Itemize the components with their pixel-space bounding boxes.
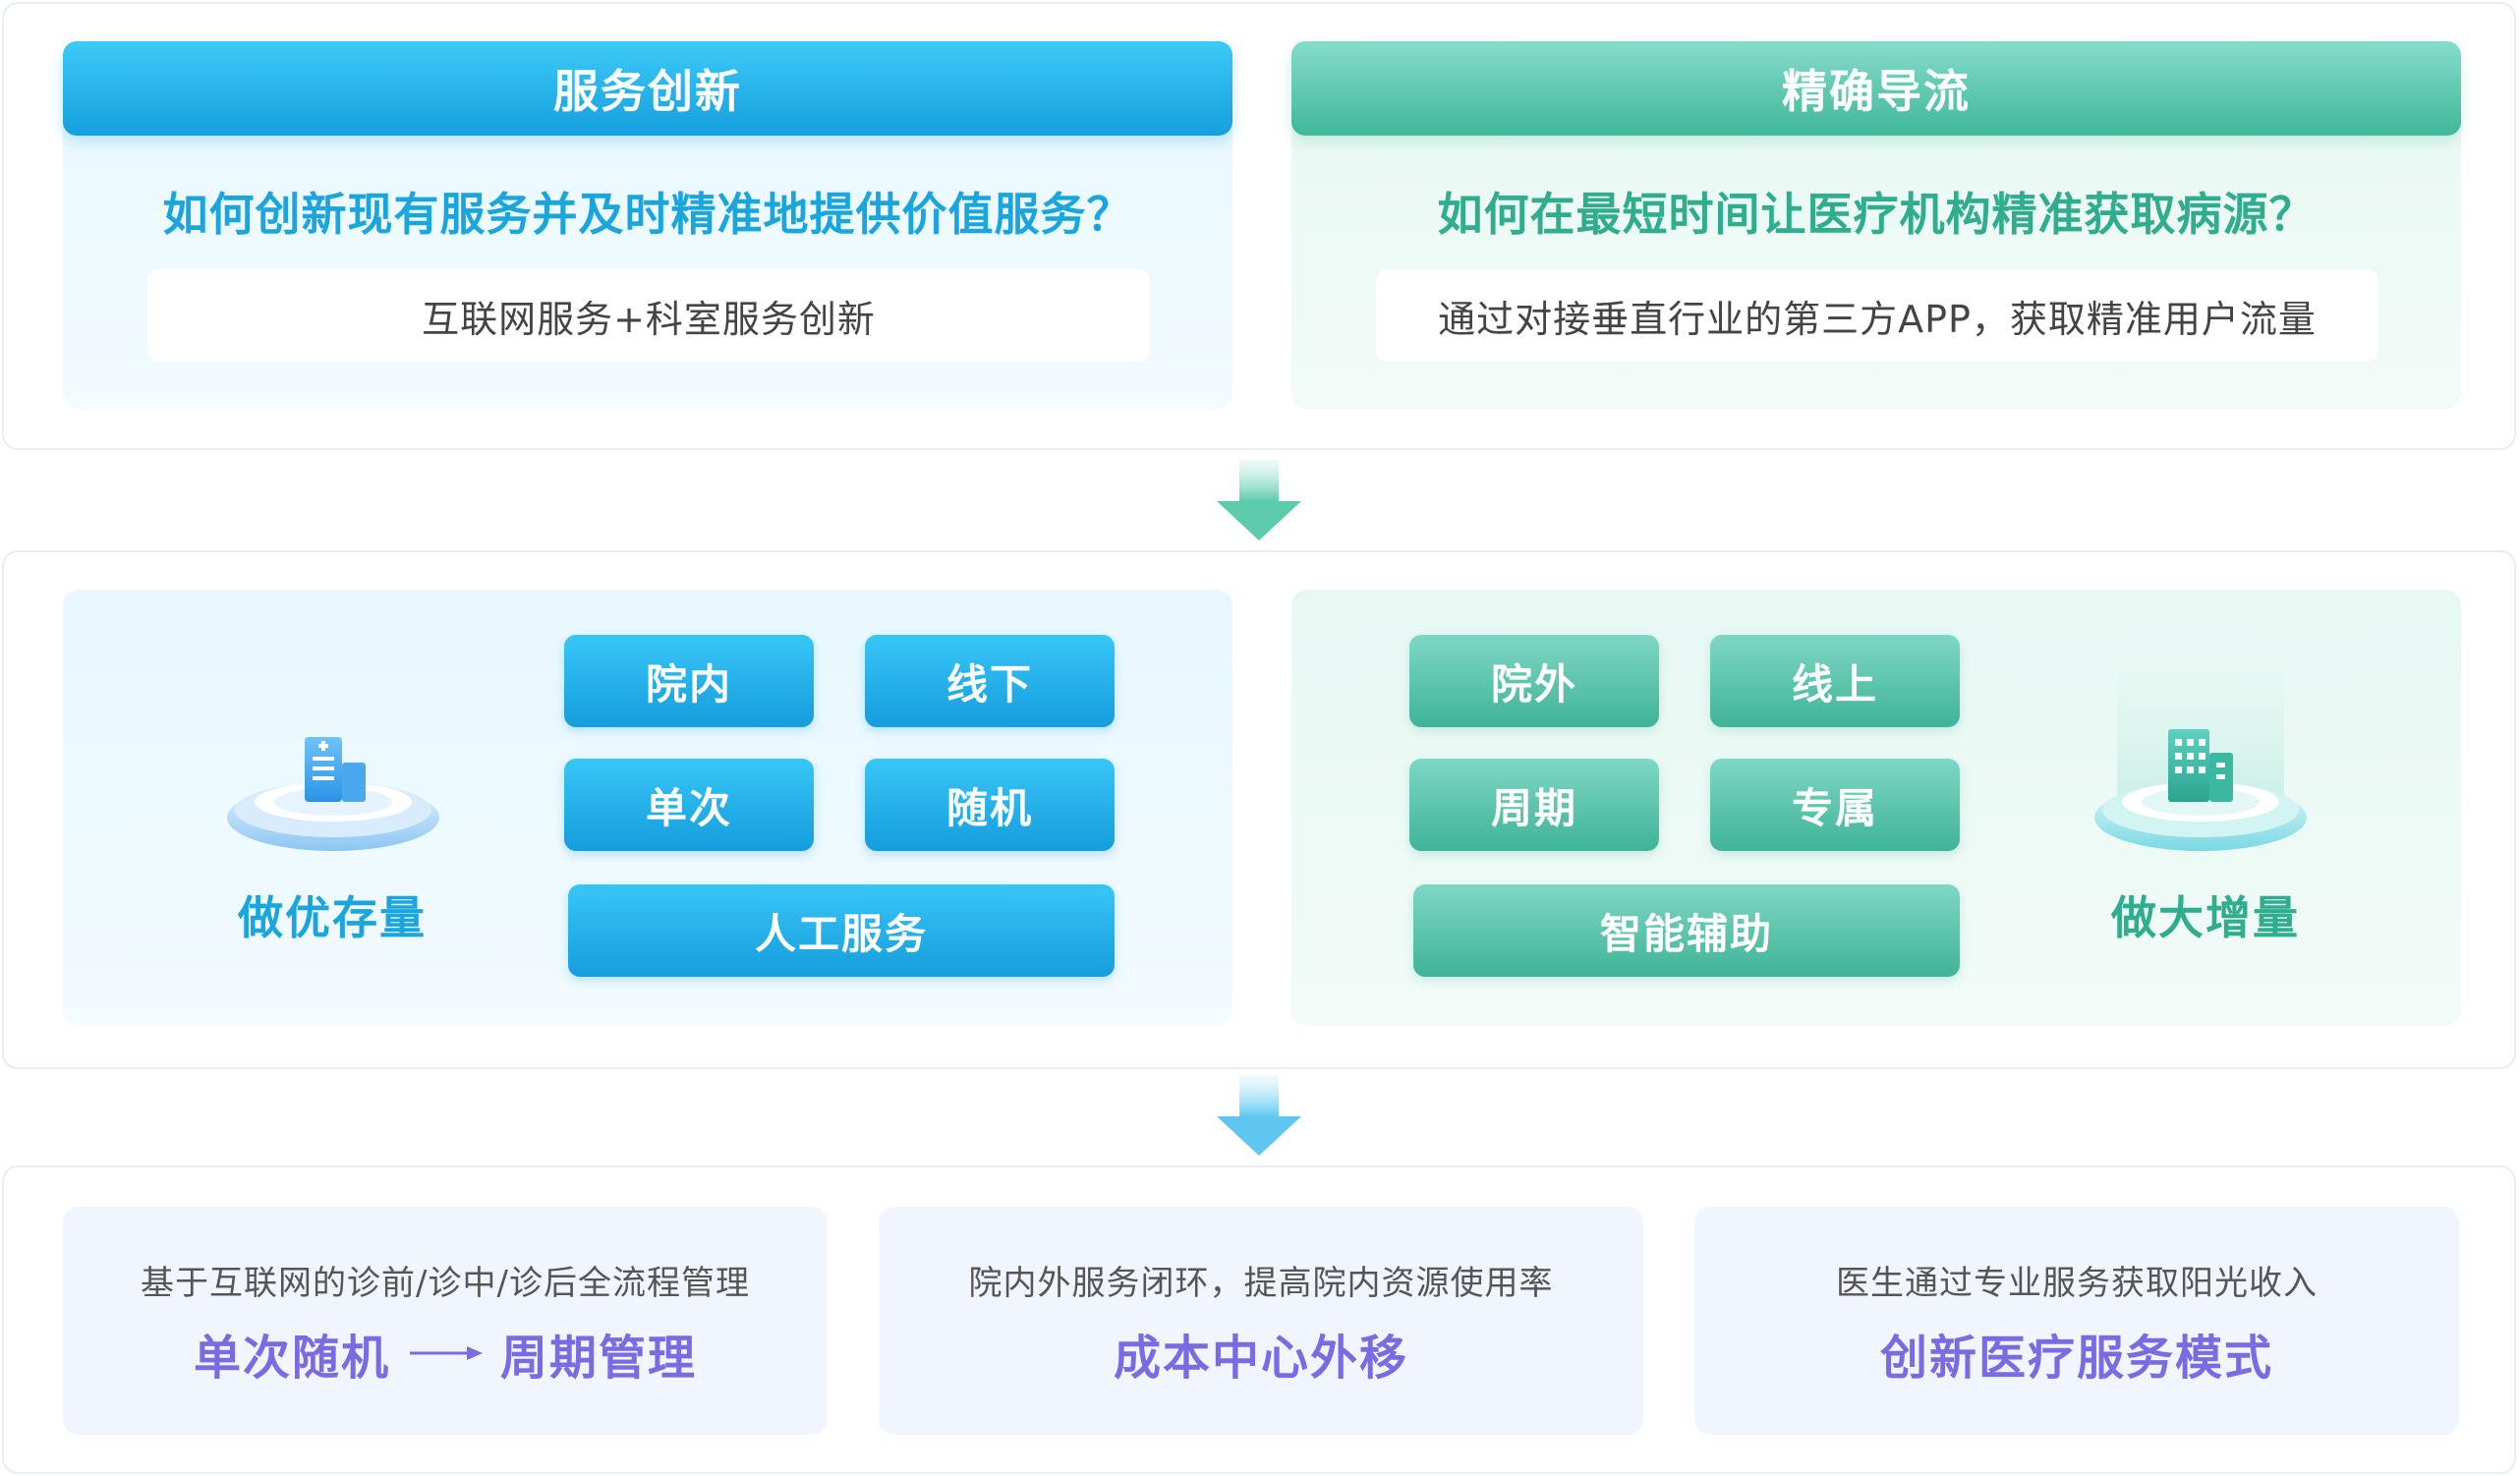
- service-innovation-question: 如何创新现有服务并及时精准地提供价值服务？: [162, 188, 1133, 241]
- precise-diversion-header: 精确导流: [1291, 41, 2461, 136]
- tag-random: 随机: [865, 759, 1115, 851]
- result-card-subtitle: 基于互联网的诊前/诊中/诊后全流程管理: [141, 1264, 750, 1303]
- increment-growth-panel: 院外 线上 周期 专属 智能辅助: [1291, 590, 2461, 1026]
- tag-in-hospital: 院内: [564, 635, 814, 727]
- tag-offline: 线下: [865, 635, 1115, 727]
- middle-section: 做优存量 院内 线下 单次 随机 人工服务 院外 线上 周期 专属 智能辅助: [2, 550, 2516, 1069]
- service-innovation-answer: 互联网服务+科室服务创新: [147, 269, 1150, 362]
- result-card-management: 基于互联网的诊前/诊中/诊后全流程管理 单次随机 周期管理: [63, 1207, 828, 1435]
- stock-optimization-label: 做优存量: [238, 891, 427, 944]
- service-innovation-header: 服务创新: [63, 41, 1232, 136]
- tag-manual-service: 人工服务: [568, 884, 1115, 977]
- tag-smart-assist: 智能辅助: [1413, 884, 1960, 977]
- top-section: 服务创新 如何创新现有服务并及时精准地提供价值服务？ 互联网服务+科室服务创新 …: [2, 2, 2516, 450]
- down-arrow-icon: [1217, 1075, 1301, 1156]
- hospital-icon: [227, 737, 439, 851]
- precise-diversion-panel: 精确导流 如何在最短时间让医疗机构精准获取病源？ 通过对接垂直行业的第三方APP…: [1291, 41, 2461, 409]
- single-random-text: 单次随机: [193, 1331, 390, 1386]
- result-card-title: 单次随机 周期管理: [63, 1319, 828, 1388]
- increment-growth-label: 做大增量: [2111, 891, 2300, 944]
- building-icon: [2094, 649, 2307, 851]
- tag-single: 单次: [564, 759, 814, 851]
- down-arrow-icon: [1217, 460, 1301, 540]
- periodic-management-text: 周期管理: [500, 1331, 698, 1386]
- result-card-cost: 院内外服务闭环，提高院内资源使用率 成本中心外移: [879, 1207, 1643, 1435]
- result-card-title: 成本中心外移: [1113, 1331, 1408, 1386]
- result-card-title: 创新医疗服务模式: [1879, 1331, 2273, 1386]
- result-card-subtitle: 医生通过专业服务获取阳光收入: [1836, 1264, 2318, 1303]
- precise-diversion-question: 如何在最短时间让医疗机构精准获取病源？: [1437, 188, 2316, 241]
- result-card-subtitle: 院内外服务闭环，提高院内资源使用率: [968, 1264, 1554, 1303]
- tag-periodic: 周期: [1409, 759, 1659, 851]
- right-arrow-icon: [410, 1346, 483, 1360]
- bottom-section: 基于互联网的诊前/诊中/诊后全流程管理 单次随机 周期管理 院内外服务闭环，提高…: [2, 1165, 2516, 1474]
- tag-exclusive: 专属: [1710, 759, 1960, 851]
- tag-out-hospital: 院外: [1409, 635, 1659, 727]
- stock-optimization-panel: 做优存量 院内 线下 单次 随机 人工服务: [63, 590, 1232, 1026]
- tag-online: 线上: [1710, 635, 1960, 727]
- precise-diversion-answer: 通过对接垂直行业的第三方APP，获取精准用户流量: [1376, 269, 2378, 362]
- result-card-mode: 医生通过专业服务获取阳光收入 创新医疗服务模式: [1694, 1207, 2459, 1435]
- service-innovation-panel: 服务创新 如何创新现有服务并及时精准地提供价值服务？ 互联网服务+科室服务创新: [63, 41, 1232, 409]
